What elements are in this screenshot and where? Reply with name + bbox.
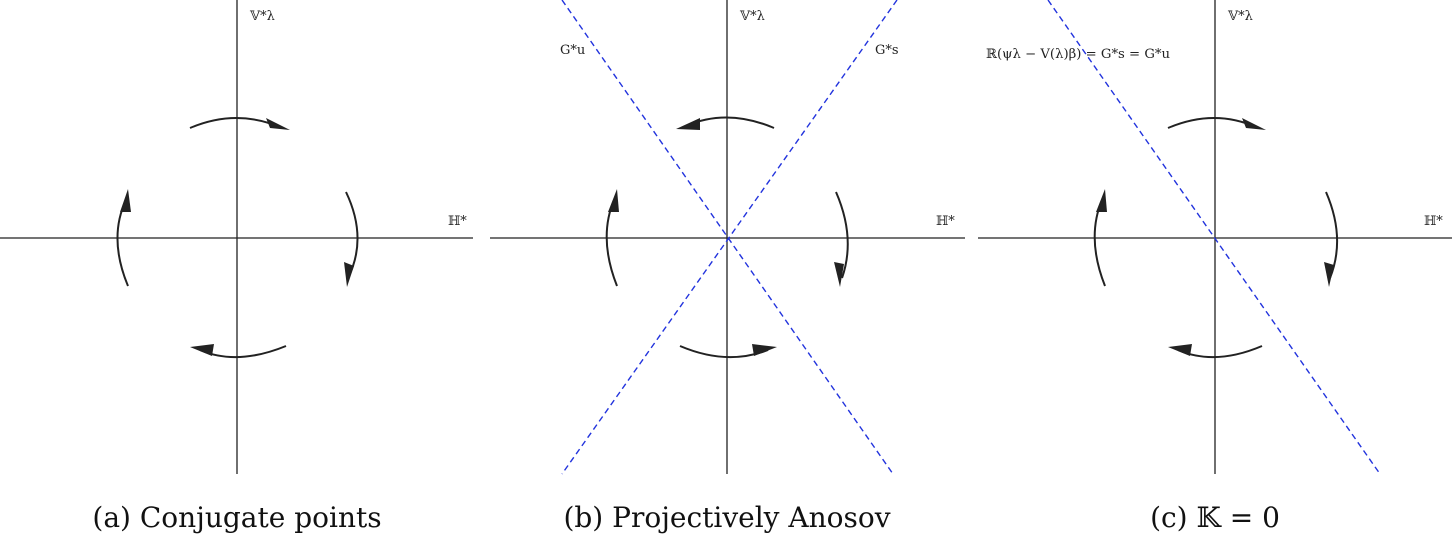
- arc-left: [116, 199, 129, 287]
- panel-c: 𝕍*λ ℍ* ℝ(ψλ − V(λ)β) = G*s = G*u (c) 𝕂 =…: [978, 0, 1452, 534]
- line-label: ℝ(ψλ − V(λ)β) = G*s = G*u: [986, 47, 1170, 62]
- line-s-label: G*s: [875, 43, 899, 58]
- arrowhead-left: [1096, 189, 1107, 212]
- vertical-axis-label: 𝕍*λ: [739, 9, 765, 24]
- vertical-axis-label: 𝕍*λ: [1227, 9, 1253, 24]
- arrowhead-bottom: [752, 344, 777, 356]
- caption-c: (c) 𝕂 = 0: [1150, 501, 1280, 534]
- arc-left: [1093, 199, 1106, 287]
- arrowhead-left: [608, 189, 619, 212]
- arrowhead-bottom: [1168, 344, 1192, 356]
- arrowhead-top: [266, 118, 290, 130]
- arrowhead-top: [1242, 118, 1266, 130]
- arrowhead-bottom: [190, 344, 214, 356]
- panel-a: 𝕍*λ ℍ* (a) Conjugate points: [0, 0, 473, 534]
- arrowhead-right: [1324, 262, 1334, 287]
- line-u-label: G*u: [560, 43, 585, 58]
- vertical-axis-label: 𝕍*λ: [249, 9, 275, 24]
- horizontal-axis-label: ℍ*: [1424, 214, 1443, 229]
- line-G-s: [561, 0, 898, 475]
- horizontal-axis-label: ℍ*: [448, 214, 467, 229]
- arrowhead-right: [834, 262, 844, 287]
- arc-left: [605, 199, 618, 287]
- line-G-s-equals-G-u: [1047, 0, 1381, 475]
- caption-a: (a) Conjugate points: [92, 501, 381, 534]
- caption-b: (b) Projectively Anosov: [563, 501, 890, 534]
- line-G-u: [561, 0, 894, 475]
- arc-right: [835, 191, 849, 279]
- arrowhead-top: [676, 118, 700, 130]
- panel-b: 𝕍*λ ℍ* G*u G*s (b) Projectively Anosov: [490, 0, 965, 534]
- arrowhead-left: [120, 189, 131, 212]
- arrowhead-right: [344, 262, 354, 287]
- horizontal-axis-label: ℍ*: [936, 214, 955, 229]
